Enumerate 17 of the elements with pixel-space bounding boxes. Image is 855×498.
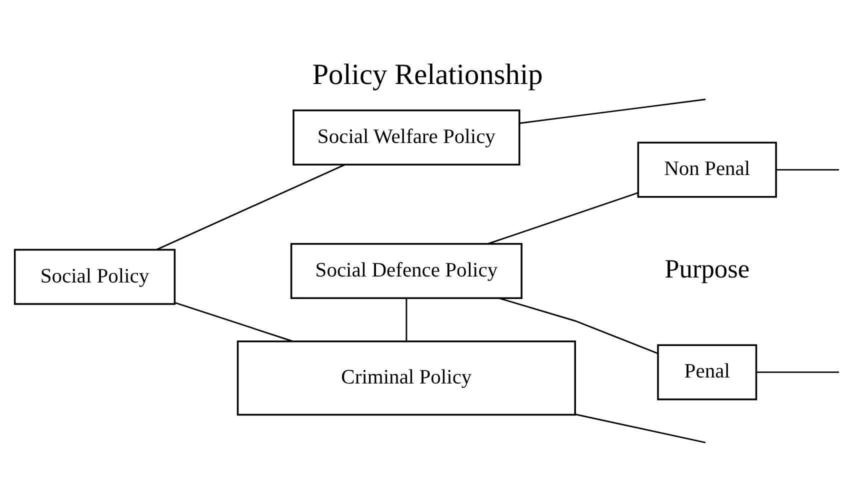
- connector: [156, 164, 345, 250]
- connector: [756, 371, 839, 373]
- node-box: Social Defence Policy: [290, 242, 522, 300]
- diagram-title: Policy Relationship: [312, 59, 543, 92]
- connector: [575, 414, 706, 444]
- label: Purpose: [664, 253, 750, 284]
- connector: [520, 98, 706, 124]
- connector: [174, 302, 293, 342]
- connector: [499, 298, 658, 354]
- node-box: Social Policy: [14, 248, 176, 305]
- connector: [406, 298, 408, 341]
- node-box: Criminal Policy: [236, 340, 576, 416]
- connector: [776, 169, 840, 171]
- node-box: Non Penal: [637, 142, 777, 198]
- node-box: Penal: [657, 344, 758, 400]
- node-box: Social Welfare Policy: [292, 110, 520, 166]
- connector: [488, 192, 638, 244]
